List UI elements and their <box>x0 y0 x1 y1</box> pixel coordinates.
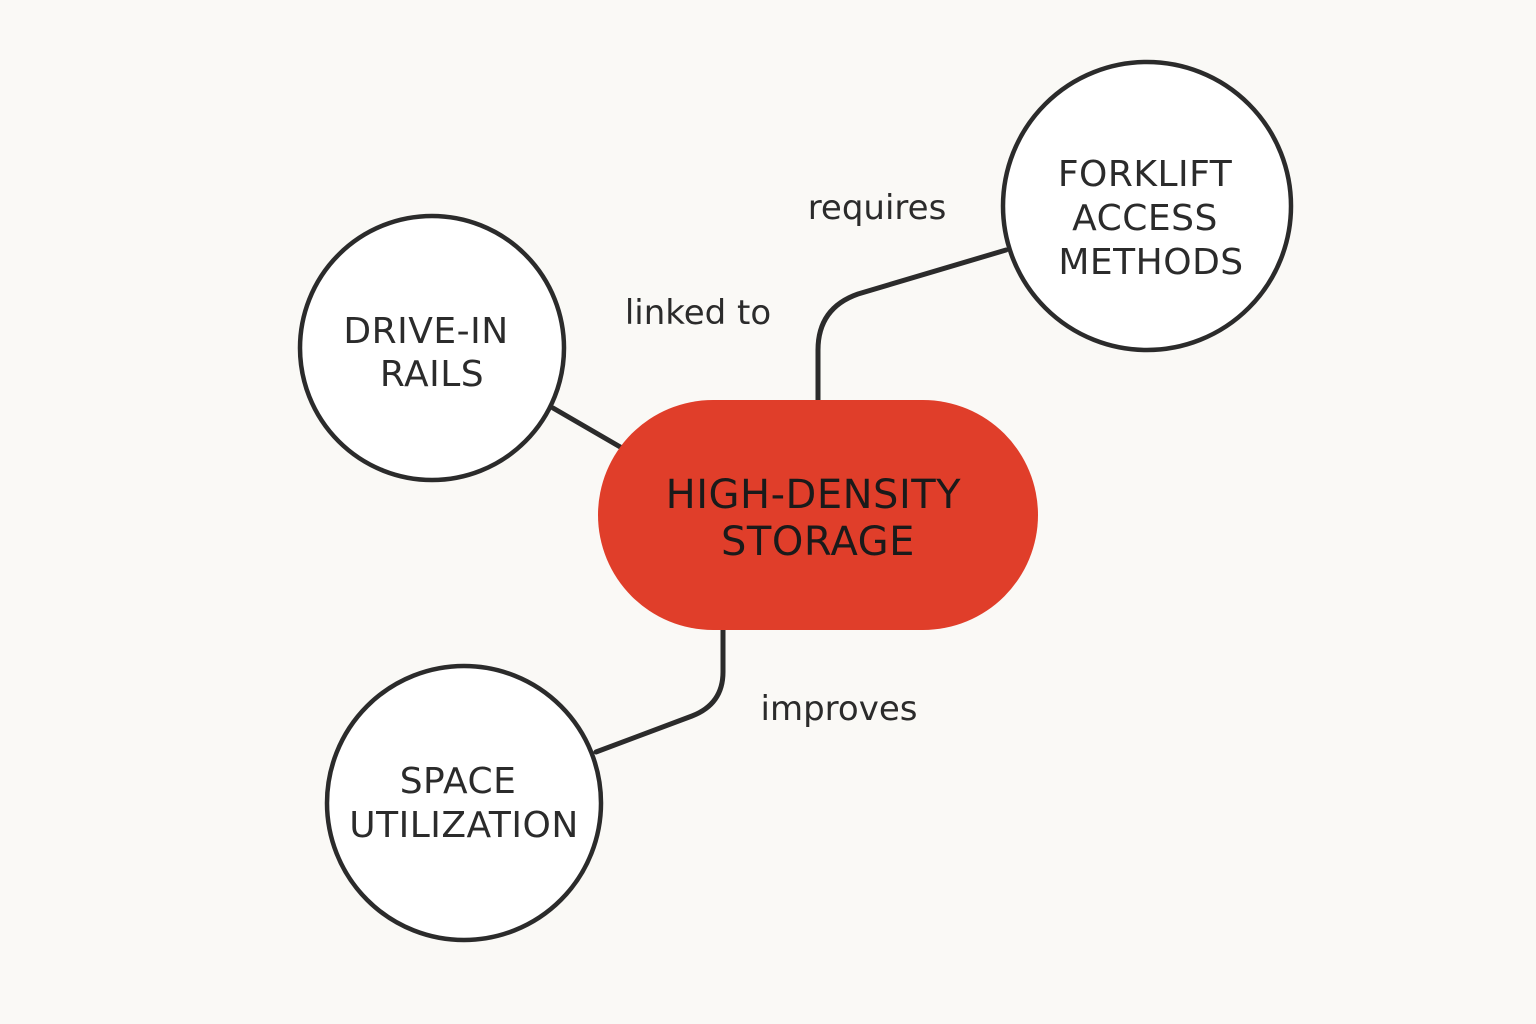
connector-drive-in <box>550 405 625 451</box>
node-forklift-circle <box>1000 59 1294 353</box>
node-high-density-storage[interactable]: HIGH-DENSITY STORAGE <box>598 400 1038 630</box>
node-space-utilization[interactable]: SPACE UTILIZATION <box>324 663 604 943</box>
node-space-line2: UTILIZATION <box>349 805 579 846</box>
node-space-line1: SPACE <box>400 761 517 802</box>
edge-label-improves: improves <box>761 689 918 729</box>
node-space-label: SPACE UTILIZATION <box>349 761 579 846</box>
node-forklift-line2: ACCESS <box>1072 198 1218 239</box>
center-line1: HIGH-DENSITY <box>666 472 962 518</box>
node-drive-in-rails[interactable]: DRIVE-IN RAILS <box>297 213 567 483</box>
node-space-circle <box>324 663 604 943</box>
connector-space <box>593 627 726 755</box>
center-pill <box>598 400 1038 630</box>
node-forklift-line1: FORKLIFT <box>1058 154 1233 195</box>
node-drive-in-line1: DRIVE-IN <box>343 311 508 352</box>
edge-label-linked-to: linked to <box>625 293 771 333</box>
node-forklift-access-methods[interactable]: FORKLIFT ACCESS METHODS <box>1000 59 1294 353</box>
node-drive-in-line2: RAILS <box>380 354 484 395</box>
node-drive-in-label: DRIVE-IN RAILS <box>343 311 520 395</box>
center-line2: STORAGE <box>721 519 915 565</box>
center-label: HIGH-DENSITY STORAGE <box>666 472 975 565</box>
edge-label-requires: requires <box>808 188 947 228</box>
node-forklift-line3: METHODS <box>1058 242 1243 283</box>
connector-forklift <box>815 247 1009 403</box>
node-drive-in-circle <box>297 213 567 483</box>
node-forklift-label: FORKLIFT ACCESS METHODS <box>1058 154 1244 283</box>
